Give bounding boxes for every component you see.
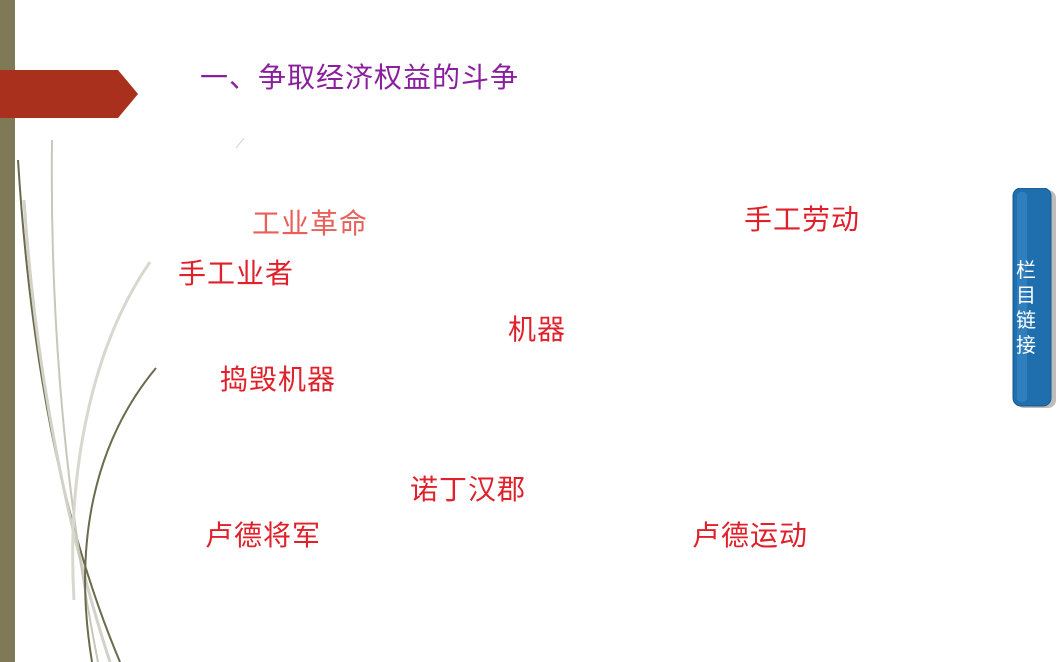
keyword-handicraftsmen: 手工业者 xyxy=(178,257,295,290)
keyword-manual-labor: 手工劳动 xyxy=(744,203,861,236)
title-banner-tab xyxy=(0,70,138,118)
keyword-machine: 机器 xyxy=(508,313,567,346)
keyword-industrial-revolution: 工业革命 xyxy=(252,207,369,240)
section-link-label: 栏目链接 xyxy=(1016,258,1036,357)
keyword-luddite-movement: 卢德运动 xyxy=(692,519,809,552)
left-accent-bar xyxy=(0,0,15,662)
slide-title: 一、争取经济权益的斗争 xyxy=(200,61,520,94)
keyword-nottinghamshire: 诺丁汉郡 xyxy=(410,473,527,506)
keyword-smash-machines: 捣毁机器 xyxy=(220,363,337,396)
section-link-button[interactable] xyxy=(1012,188,1058,410)
keyword-general-ludd: 卢德将军 xyxy=(205,519,322,552)
